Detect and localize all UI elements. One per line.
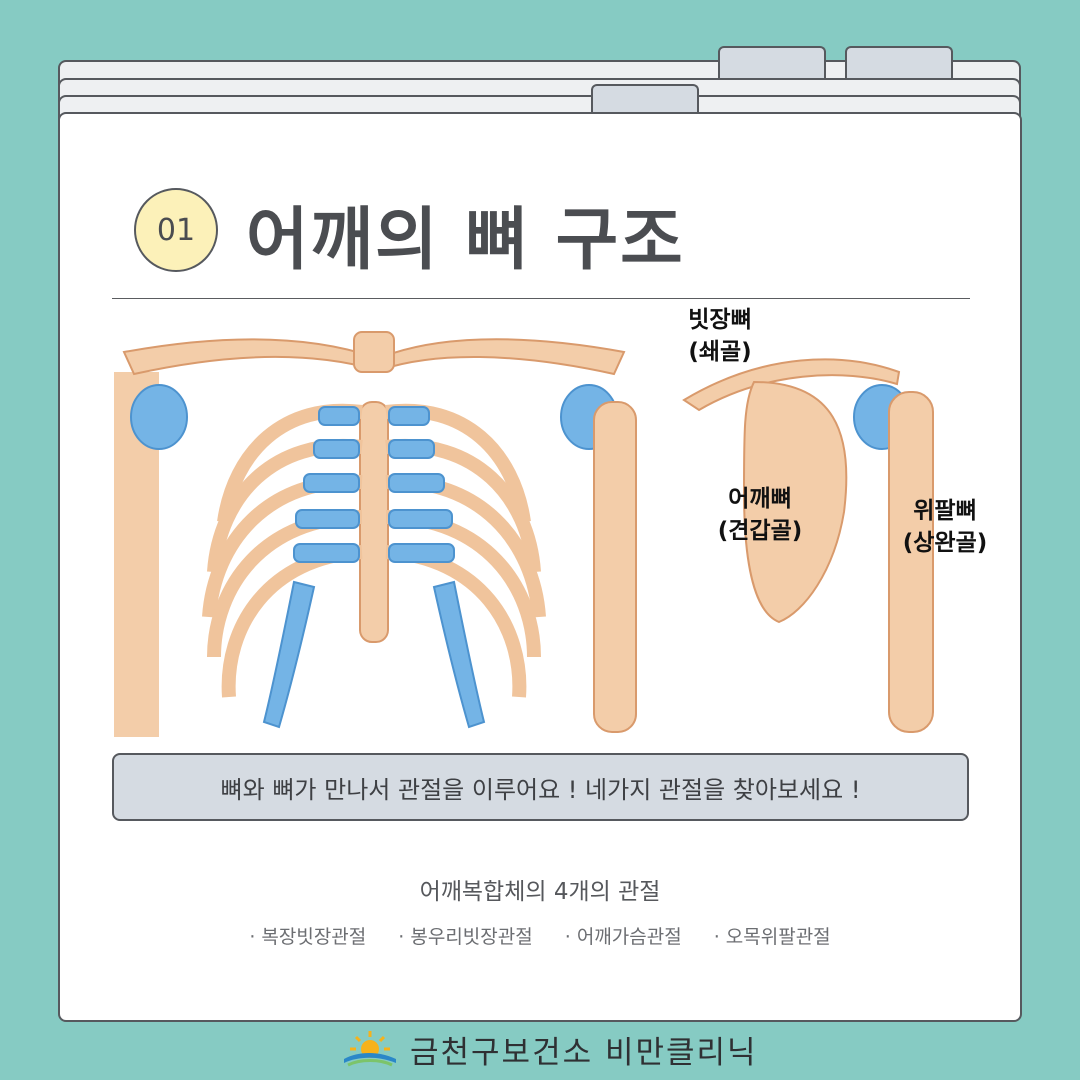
humerus-name: 위팔뼈 [913,498,977,524]
section-number: 01 [156,212,196,248]
joint-item: · 복장빗장관절 [249,926,367,948]
page-title: 어깨의 뼈 구조 [246,201,685,280]
instruction-banner: 뼈와 뼈가 만나서 관절을 이루어요 ! 네가지 관절을 찾아보세요 ! [112,753,969,821]
folder-tab [718,46,826,78]
joints-list: · 복장빗장관절 · 봉우리빗장관절 · 어깨가슴관절 · 오목위팔관절 [0,922,1080,949]
footer-brand: 금천구보건소 비만클리닉 [340,1025,758,1073]
title-divider [112,298,970,299]
scapula-term: (견갑골) [717,518,803,544]
section-number-badge: 01 [134,188,218,272]
humerus-term: (상완골) [902,530,988,556]
shoulder-bones-detail [682,358,934,733]
sun-wave-logo-icon [344,1031,396,1067]
joint-item: · 어깨가슴관절 [564,926,682,948]
clavicle-name: 빗장뼈 [688,307,752,333]
joint-item: · 오목위팔관절 [713,926,831,948]
instruction-text: 뼈와 뼈가 만나서 관절을 이루어요 ! 네가지 관절을 찾아보세요 ! [220,775,861,804]
scapula-name: 어깨뼈 [728,486,792,512]
folder-tab [845,46,953,78]
scapula-label: 어깨뼈 (견갑골) [700,483,820,547]
humerus-label: 위팔뼈 (상완골) [885,495,1005,559]
joints-heading: 어깨복합체의 4개의 관절 [419,879,661,905]
rib-cage [114,331,637,737]
joint-item: · 봉우리빗장관절 [398,926,533,948]
clavicle-term: (쇄골) [688,339,752,365]
footer-brand-text: 금천구보건소 비만클리닉 [410,1034,758,1071]
folder-tab [591,84,699,116]
shoulder-bone-illustration [114,331,934,737]
clavicle-label: 빗장뼈 (쇄골) [675,304,765,368]
